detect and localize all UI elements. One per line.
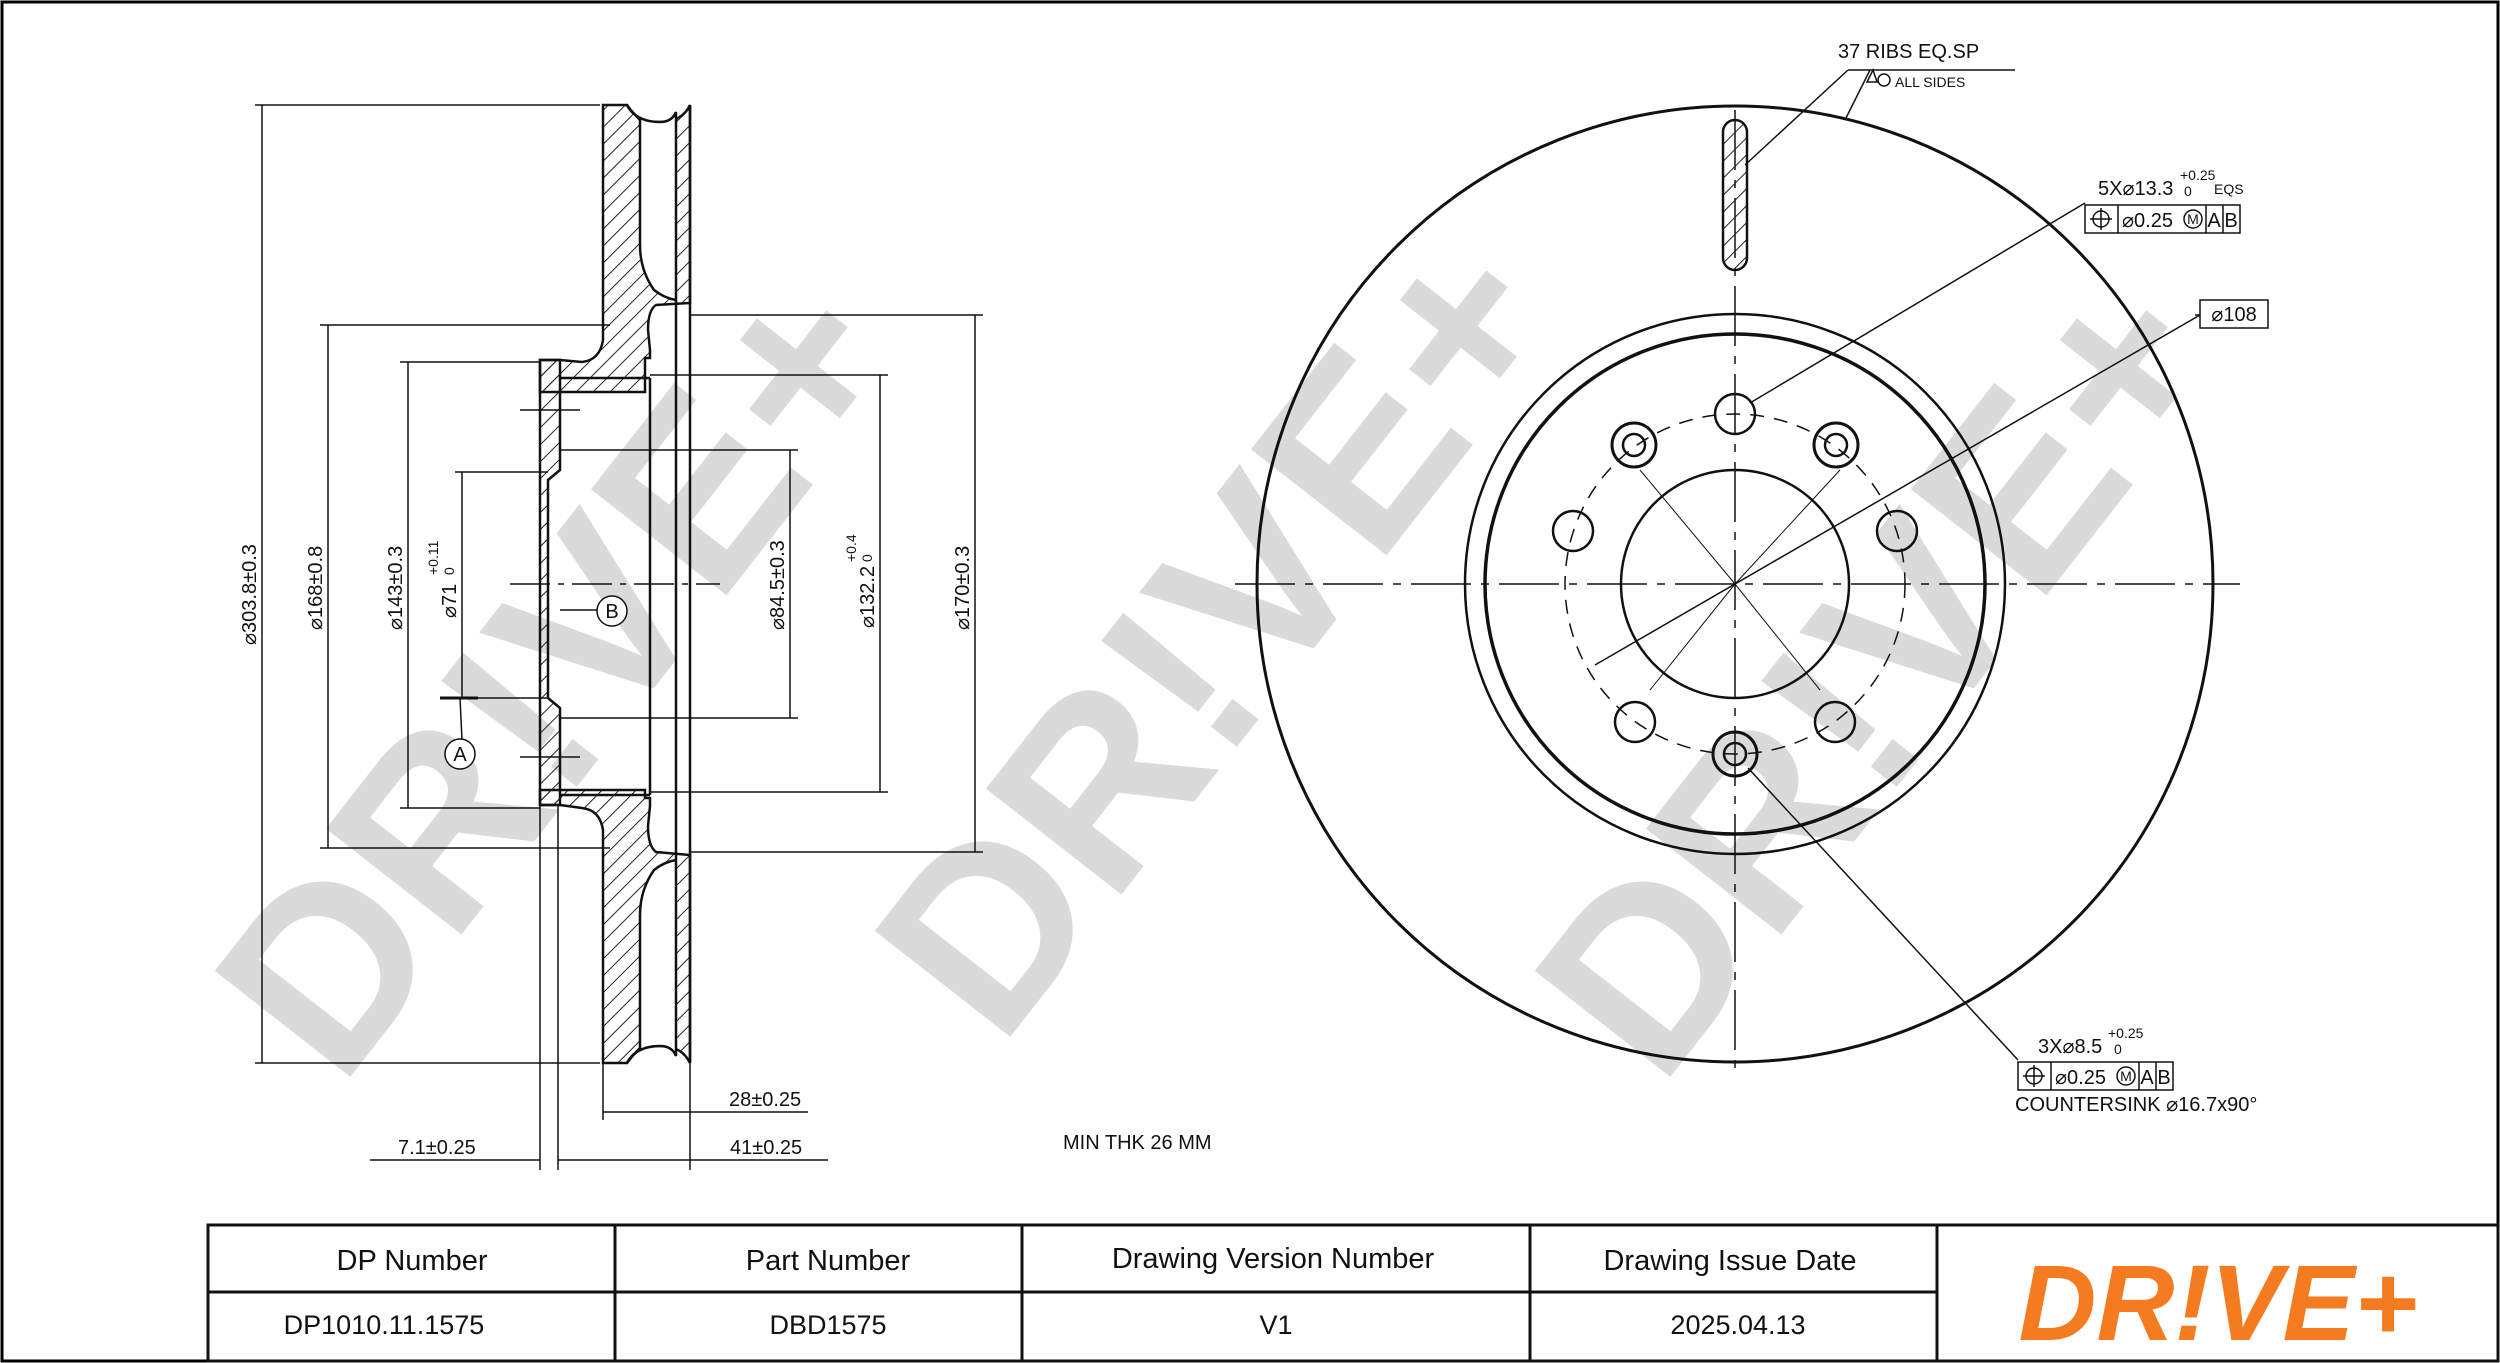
pin-hole-fcf-datum-b: B xyxy=(2157,1067,2170,1089)
title-header-dp-number: DP Number xyxy=(337,1245,488,1277)
dim-143: ⌀143±0.3 xyxy=(385,546,407,630)
section-lower-inner-void xyxy=(625,858,678,1064)
bolt-hole-fcf-datum-a: A xyxy=(2207,210,2221,232)
ribs-note: 37 RIBS EQ.SP xyxy=(1838,41,1979,63)
dim-132-2-tol-upper: +0.4 xyxy=(843,534,859,562)
datum-a-label: A xyxy=(453,744,467,766)
bolt-hole-eqs: EQS xyxy=(2214,181,2244,197)
title-header-issue-date: Drawing Issue Date xyxy=(1603,1245,1856,1277)
watermark-group: DR!VE+ DR!VE+ DR!VE+ xyxy=(162,183,2271,1123)
datum-b-label: B xyxy=(605,601,618,623)
bolt-hole-fcf xyxy=(2084,204,2241,234)
bolt-hole-tol-lower: 0 xyxy=(2184,183,2192,199)
bolt-hole-3 xyxy=(1813,700,1857,744)
title-header-version: Drawing Version Number xyxy=(1112,1243,1435,1275)
title-block xyxy=(206,1223,2500,1363)
all-sides-marker xyxy=(1865,68,1879,83)
title-value-issue-date: 2025.04.13 xyxy=(1670,1310,1805,1340)
pin-hole-2-inner xyxy=(1823,432,1849,458)
bolt-hole-2 xyxy=(1875,509,1919,553)
dim-hat-7-1: 7.1±0.25 xyxy=(398,1137,476,1159)
side-dimension-lines xyxy=(255,104,983,1170)
dim-height-41: 41±0.25 xyxy=(730,1137,802,1159)
pin-hole-fcf-tol: ⌀0.25 xyxy=(2055,1067,2106,1089)
dim-outer-diameter: ⌀303.8±0.3 xyxy=(239,544,261,645)
dim-132-2-tol-lower: 0 xyxy=(859,554,875,562)
dim-132-2: ⌀132.2 xyxy=(857,566,879,628)
pin-hole-1-inner xyxy=(1621,432,1647,458)
bolt-hole-4 xyxy=(1613,700,1657,744)
countersink-note: COUNTERSINK ⌀16.7x90° xyxy=(2015,1094,2257,1116)
pin-hole-3-outer xyxy=(1711,730,1759,778)
title-value-version: V1 xyxy=(1259,1310,1292,1340)
front-view xyxy=(1235,104,2240,1070)
dim-71: ⌀71 xyxy=(439,584,461,618)
dim-170: ⌀170±0.3 xyxy=(952,546,974,630)
title-header-part-number: Part Number xyxy=(746,1245,911,1277)
pin-hole-fcf-mod: M xyxy=(2120,1068,2132,1084)
watermark-left: DR!VE+ xyxy=(162,223,951,1123)
dim-84-5: ⌀84.5±0.3 xyxy=(767,540,789,630)
pin-hole-tol-upper: +0.25 xyxy=(2108,1025,2144,1041)
dim-71-tol-lower: 0 xyxy=(441,567,457,575)
bolt-hole-fcf-datum-b: B xyxy=(2224,210,2237,232)
front-leaders xyxy=(1594,69,2201,1061)
pin-hole-tol-lower: 0 xyxy=(2114,1041,2122,1057)
pcd-label-box xyxy=(2199,299,2269,329)
min-thickness-note: MIN THK 26 MM xyxy=(1063,1132,1212,1154)
pcd-label: ⌀108 xyxy=(2211,304,2256,326)
title-value-part-number: DBD1575 xyxy=(769,1310,886,1340)
datum-b-bubble: B xyxy=(596,595,628,627)
pin-hole-fcf xyxy=(2017,1061,2174,1091)
bolt-hole-1 xyxy=(1713,392,1757,436)
bolt-hole-5 xyxy=(1551,509,1595,553)
brand-logo: DR!VE+ xyxy=(2018,1242,2417,1363)
pin-hole-3-inner xyxy=(1722,741,1748,767)
title-value-dp-number: DP1010.11.1575 xyxy=(284,1310,485,1340)
all-sides-circle xyxy=(1877,73,1891,87)
pin-hole-fcf-datum-a: A xyxy=(2140,1067,2154,1089)
vent-slot xyxy=(1721,118,1749,272)
all-sides-note: ALL SIDES xyxy=(1895,74,1965,90)
dim-71-tol-upper: +0.11 xyxy=(425,540,441,575)
bolt-hole-fcf-tol: ⌀0.25 xyxy=(2122,210,2173,232)
dim-thickness-28: 28±0.25 xyxy=(729,1089,801,1111)
section-upper-inner-void xyxy=(625,104,678,302)
pin-hole-spec: 3X⌀8.5 xyxy=(2038,1036,2102,1058)
datum-a-bubble: A xyxy=(444,738,476,770)
dim-168: ⌀168±0.8 xyxy=(305,546,327,630)
bolt-hole-tol-upper: +0.25 xyxy=(2180,167,2216,183)
side-section-view xyxy=(510,103,720,1065)
pin-hole-1-outer xyxy=(1610,421,1658,469)
bolt-hole-spec: 5X⌀13.3 xyxy=(2098,178,2173,200)
bolt-hole-fcf-mod: M xyxy=(2187,211,2199,227)
pin-hole-2-outer xyxy=(1812,421,1860,469)
